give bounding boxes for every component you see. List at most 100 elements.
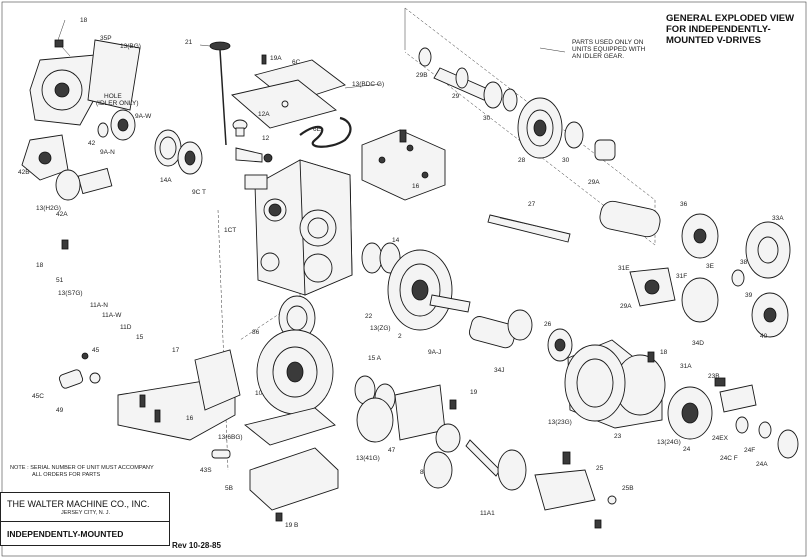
output-flange-47	[354, 375, 461, 489]
label-3e: 3E	[706, 263, 715, 270]
label-14: 14	[392, 237, 400, 244]
bellhousing-23	[564, 339, 666, 429]
label-29: 29	[452, 93, 460, 100]
label-16: 16	[412, 183, 420, 190]
label-19a: 19A	[270, 55, 282, 62]
label-16b: 16	[186, 415, 194, 422]
label-47: 47	[388, 447, 396, 454]
label-12: 12	[262, 135, 270, 142]
bottom-cover-5b	[211, 407, 339, 522]
label-31f: 31F	[676, 273, 687, 280]
bracket-16	[361, 129, 446, 201]
label-29a: 29A	[588, 179, 600, 186]
title-line-2: FOR INDEPENDENTLY-	[666, 24, 771, 35]
main-housing	[244, 159, 353, 296]
label-30a: 30	[483, 115, 491, 122]
label-6c: 6C	[292, 59, 301, 66]
idler-note-line1: PARTS USED ONLY ON	[572, 39, 644, 46]
label-18a: 18	[80, 17, 88, 24]
hole-note-line2: (IDLER ONLY)	[96, 100, 139, 107]
label-33a: 33A	[772, 215, 784, 222]
label-28: 28	[518, 157, 526, 164]
yoke-25	[534, 451, 617, 529]
label-51: 51	[56, 277, 64, 284]
label-23b: 23B	[708, 373, 720, 380]
idler-note-line2: UNITS EQUIPPED WITH	[572, 46, 646, 53]
label-8: 8	[420, 469, 424, 476]
input-cover-group	[29, 39, 141, 126]
part-labels: 18 35P 13(BG) 21 19A 6C 13(BDC G) 29B 29…	[18, 17, 784, 529]
plug-45	[58, 352, 101, 389]
label-1ct: 1CT	[224, 227, 236, 234]
label-29ab: 29A	[620, 303, 632, 310]
mount-bracket-17	[117, 349, 241, 441]
label-19b: 19 B	[285, 522, 298, 529]
gear-14	[361, 242, 453, 331]
label-24: 24	[683, 446, 691, 453]
label-39: 39	[745, 292, 753, 299]
hole-note-line1: HOLE	[104, 93, 122, 100]
label-35p: 35P	[100, 35, 112, 42]
label-86: 86	[252, 329, 260, 336]
label-2: 2	[398, 333, 402, 340]
label-42b: 42B	[18, 169, 30, 176]
label-34d: 34D	[692, 340, 704, 347]
label-17: 17	[172, 347, 180, 354]
label-24f: 24F	[744, 447, 755, 454]
label-15a: 15 A	[368, 355, 382, 362]
label-11aw: 11A-W	[102, 312, 122, 319]
label-9aw: 9A-W	[135, 113, 152, 120]
label-13tg: 13(41G)	[356, 455, 380, 462]
leader-dash-2	[217, 209, 229, 471]
serial-note-line1: NOTE : SERIAL NUMBER OF UNIT MUST ACCOMP…	[10, 465, 154, 471]
title-line-3: MOUNTED V-DRIVES	[666, 35, 762, 46]
label-5b: 5B	[225, 485, 233, 492]
bearing-9a	[97, 109, 136, 141]
label-13hg: 13(H2G)	[36, 205, 61, 212]
flange-group-38	[629, 267, 789, 338]
output-shaft-11a1	[465, 439, 527, 491]
label-26: 26	[544, 321, 552, 328]
label-6e: 6E	[313, 126, 322, 133]
label-13dg: 13(6BG)	[218, 434, 243, 441]
label-45c: 45C	[32, 393, 44, 400]
label-43s: 43S	[200, 467, 212, 474]
label-36: 36	[680, 201, 688, 208]
company-name: THE WALTER MACHINE CO., INC.	[7, 499, 150, 509]
label-30b: 30	[562, 157, 570, 164]
label-29b: 29B	[416, 72, 428, 79]
top-cover-6c	[231, 54, 346, 129]
label-9an: 9A-N	[100, 149, 115, 156]
label-18b: 18	[36, 262, 44, 269]
label-21: 21	[185, 39, 193, 46]
shaft-9a-j	[429, 294, 573, 362]
label-13eg: 13(23G)	[548, 419, 572, 426]
leader-lines	[57, 19, 566, 89]
idler-gear-group	[418, 47, 616, 161]
label-24a: 24A	[756, 461, 768, 468]
label-11a1: 11A1	[480, 510, 495, 517]
company-city: JERSEY CITY, N. J.	[61, 510, 111, 516]
label-13bg: 13(BG)	[120, 43, 141, 50]
label-10: 10	[255, 390, 263, 397]
label-9ct: 9C T	[192, 189, 206, 196]
label-38: 38	[740, 259, 748, 266]
label-15: 15	[136, 334, 144, 341]
label-13bdcg: 13(BDC G)	[352, 81, 384, 88]
label-13sg: 13(S7G)	[58, 290, 83, 297]
label-23: 23	[614, 433, 622, 440]
label-9aj: 9A-J	[428, 349, 441, 356]
label-14a: 14A	[160, 177, 172, 184]
label-11d: 11D	[120, 324, 132, 331]
label-31e: 31E	[618, 265, 630, 272]
revision-date: Rev 10-28-85	[172, 541, 221, 550]
serial-note-line2: ALL ORDERS FOR PARTS	[32, 472, 101, 478]
label-31a: 31A	[680, 363, 692, 370]
label-13ag: 13(24G)	[657, 439, 681, 446]
drawing-subtitle: INDEPENDENTLY-MOUNTED	[7, 529, 124, 539]
label-42a: 42A	[56, 211, 68, 218]
left-cover-group	[21, 134, 113, 201]
label-22: 22	[365, 313, 373, 320]
